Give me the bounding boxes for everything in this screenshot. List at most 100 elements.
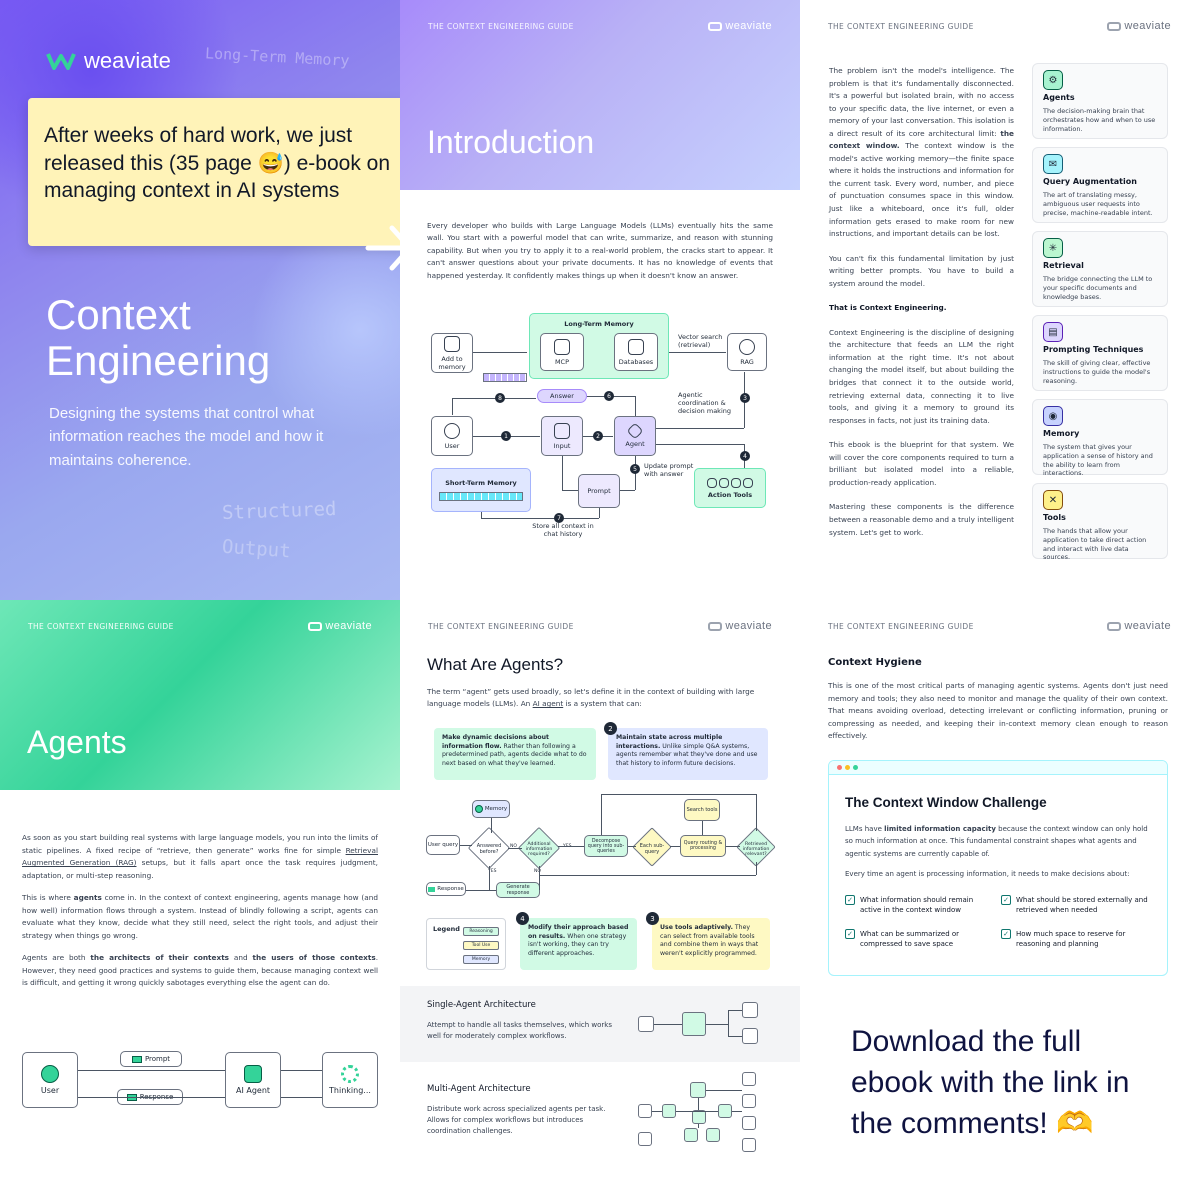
link-icon	[743, 477, 753, 488]
header-brand: weaviate	[725, 20, 772, 32]
code-icon	[707, 477, 717, 488]
flow-label: User	[40, 1086, 60, 1095]
text-span: setups, but it falls apart once the task…	[22, 858, 378, 880]
chat-icon	[554, 422, 570, 439]
check-icon: ✓	[845, 929, 855, 939]
doc-icon	[719, 477, 729, 488]
window-text: LLMs have limited information capacity b…	[845, 823, 1155, 860]
diagram-label: MCP	[554, 357, 570, 366]
agent-icon	[718, 1104, 732, 1118]
problem-body: The problem isn't the model's intelligen…	[829, 65, 1014, 539]
connector-line	[670, 846, 680, 847]
connector-line	[466, 890, 496, 891]
diagram-label: Agent	[625, 439, 645, 448]
text-span: come in. In the context of context engin…	[22, 893, 378, 940]
step-number: 1	[501, 431, 511, 441]
globe-icon	[742, 1002, 758, 1018]
check-icon: ✓	[1001, 929, 1011, 939]
text-span: They can select from available tools and…	[660, 924, 759, 958]
legend-title: Legend	[433, 925, 460, 933]
capability-box: Make dynamic decisions about information…	[434, 728, 596, 780]
ai-agent-link[interactable]: AI agent	[532, 699, 564, 709]
text-span: The problem isn't the model's intelligen…	[829, 66, 1014, 138]
connector-line	[481, 518, 599, 519]
hygiene-title: Context Hygiene	[828, 657, 922, 668]
card-desc: The decision-making brain that orchestra…	[1043, 107, 1156, 133]
hygiene-panel: THE CONTEXT ENGINEERING GUIDE weaviate C…	[800, 600, 1199, 1200]
checklist-label: What can be summarized or compressed to …	[860, 930, 960, 949]
cover-subtitle: Designing the systems that control what …	[49, 405, 324, 469]
query-routing-node: Query routing & processing	[680, 835, 726, 857]
card-desc: The skill of giving clear, effective ins…	[1043, 359, 1151, 385]
card-desc: The system that gives your application a…	[1043, 443, 1153, 478]
connector-line	[78, 1097, 225, 1098]
connector-line	[702, 821, 703, 835]
what-agents-panel: THE CONTEXT ENGINEERING GUIDE weaviate W…	[400, 600, 800, 1200]
tool-icons	[707, 477, 753, 488]
diagram-label: User	[444, 441, 460, 450]
connector-line	[756, 862, 757, 875]
connector-line	[676, 1111, 718, 1112]
flow-label: Search tools	[686, 807, 718, 813]
step-number: 2	[593, 431, 603, 441]
database-icon	[628, 338, 644, 355]
agent-icon	[682, 1012, 706, 1036]
add-to-memory-node: Add to memory	[431, 333, 473, 373]
cover-brand: weaviate	[84, 48, 171, 73]
diagram-label: Action Tools	[707, 490, 753, 499]
text-span: and	[229, 953, 253, 963]
diagram-label: RAG	[740, 357, 754, 366]
flow-label: NO	[534, 869, 541, 874]
card-desc: The hands that allow your application to…	[1043, 527, 1147, 562]
agents-paragraph: As soon as you start building real syste…	[22, 832, 378, 882]
response-node: Response	[426, 882, 466, 896]
chat-icon: ✉	[1043, 154, 1063, 174]
weaviate-logo-icon	[1107, 621, 1122, 631]
step-number: 5	[630, 464, 640, 474]
short-term-memory-node: Short-Term Memory	[431, 468, 531, 512]
agent-icon	[690, 1082, 706, 1098]
text-bold: agents	[73, 893, 102, 903]
connector-line	[491, 818, 492, 833]
connector-line	[732, 1111, 742, 1112]
header-brand: weaviate	[1124, 620, 1171, 632]
globe-icon	[731, 477, 741, 488]
connector-line	[620, 490, 635, 491]
connector-line	[558, 846, 584, 847]
problem-paragraph: The problem isn't the model's intelligen…	[829, 65, 1014, 241]
bg-word: Structured	[221, 498, 337, 524]
user-icon	[638, 1016, 654, 1032]
flow-label: Decompose query into sub-queries	[587, 838, 625, 854]
window-title: The Context Window Challenge	[845, 795, 1047, 810]
capability-box: Modify their approach based on results. …	[520, 918, 637, 970]
connector-line	[460, 845, 472, 846]
context-window-card: The Context Window Challenge LLMs have l…	[828, 760, 1168, 976]
window-dot-icon	[853, 765, 858, 770]
connector-line	[601, 794, 756, 795]
brain-icon: ◉	[1043, 406, 1063, 426]
agent-icon	[662, 1104, 676, 1118]
connector-line	[728, 1036, 742, 1037]
diagram-annotation: Agentic coordination & decision making	[678, 391, 731, 415]
diagram-label: Answer	[550, 392, 574, 400]
diagram-label: Prompt	[587, 487, 611, 495]
legend-item: Reasoning	[463, 927, 499, 936]
agents-title: Agents	[27, 724, 127, 760]
connector-line	[481, 512, 482, 518]
connector-line	[628, 846, 636, 847]
page-header: THE CONTEXT ENGINEERING GUIDE weaviate	[428, 620, 772, 632]
cta-text[interactable]: Download the full ebook with the link in…	[851, 1025, 1130, 1140]
page-header: THE CONTEXT ENGINEERING GUIDE weaviate	[828, 20, 1171, 32]
step-number: 4	[740, 451, 750, 461]
legend: Legend Reasoning Tool Use Memory	[426, 918, 506, 970]
card-title: Memory	[1043, 429, 1080, 438]
sparkle-icon: ✳	[1043, 238, 1063, 258]
rag-link[interactable]: Retrieval Augmented Generation (RAG)	[22, 845, 378, 868]
connector-line	[656, 428, 744, 429]
weaviate-logo-icon	[708, 21, 723, 31]
globe-icon	[742, 1116, 756, 1130]
connector-line	[652, 1111, 662, 1112]
problem-paragraph: This ebook is the blueprint for that sys…	[829, 440, 1014, 487]
